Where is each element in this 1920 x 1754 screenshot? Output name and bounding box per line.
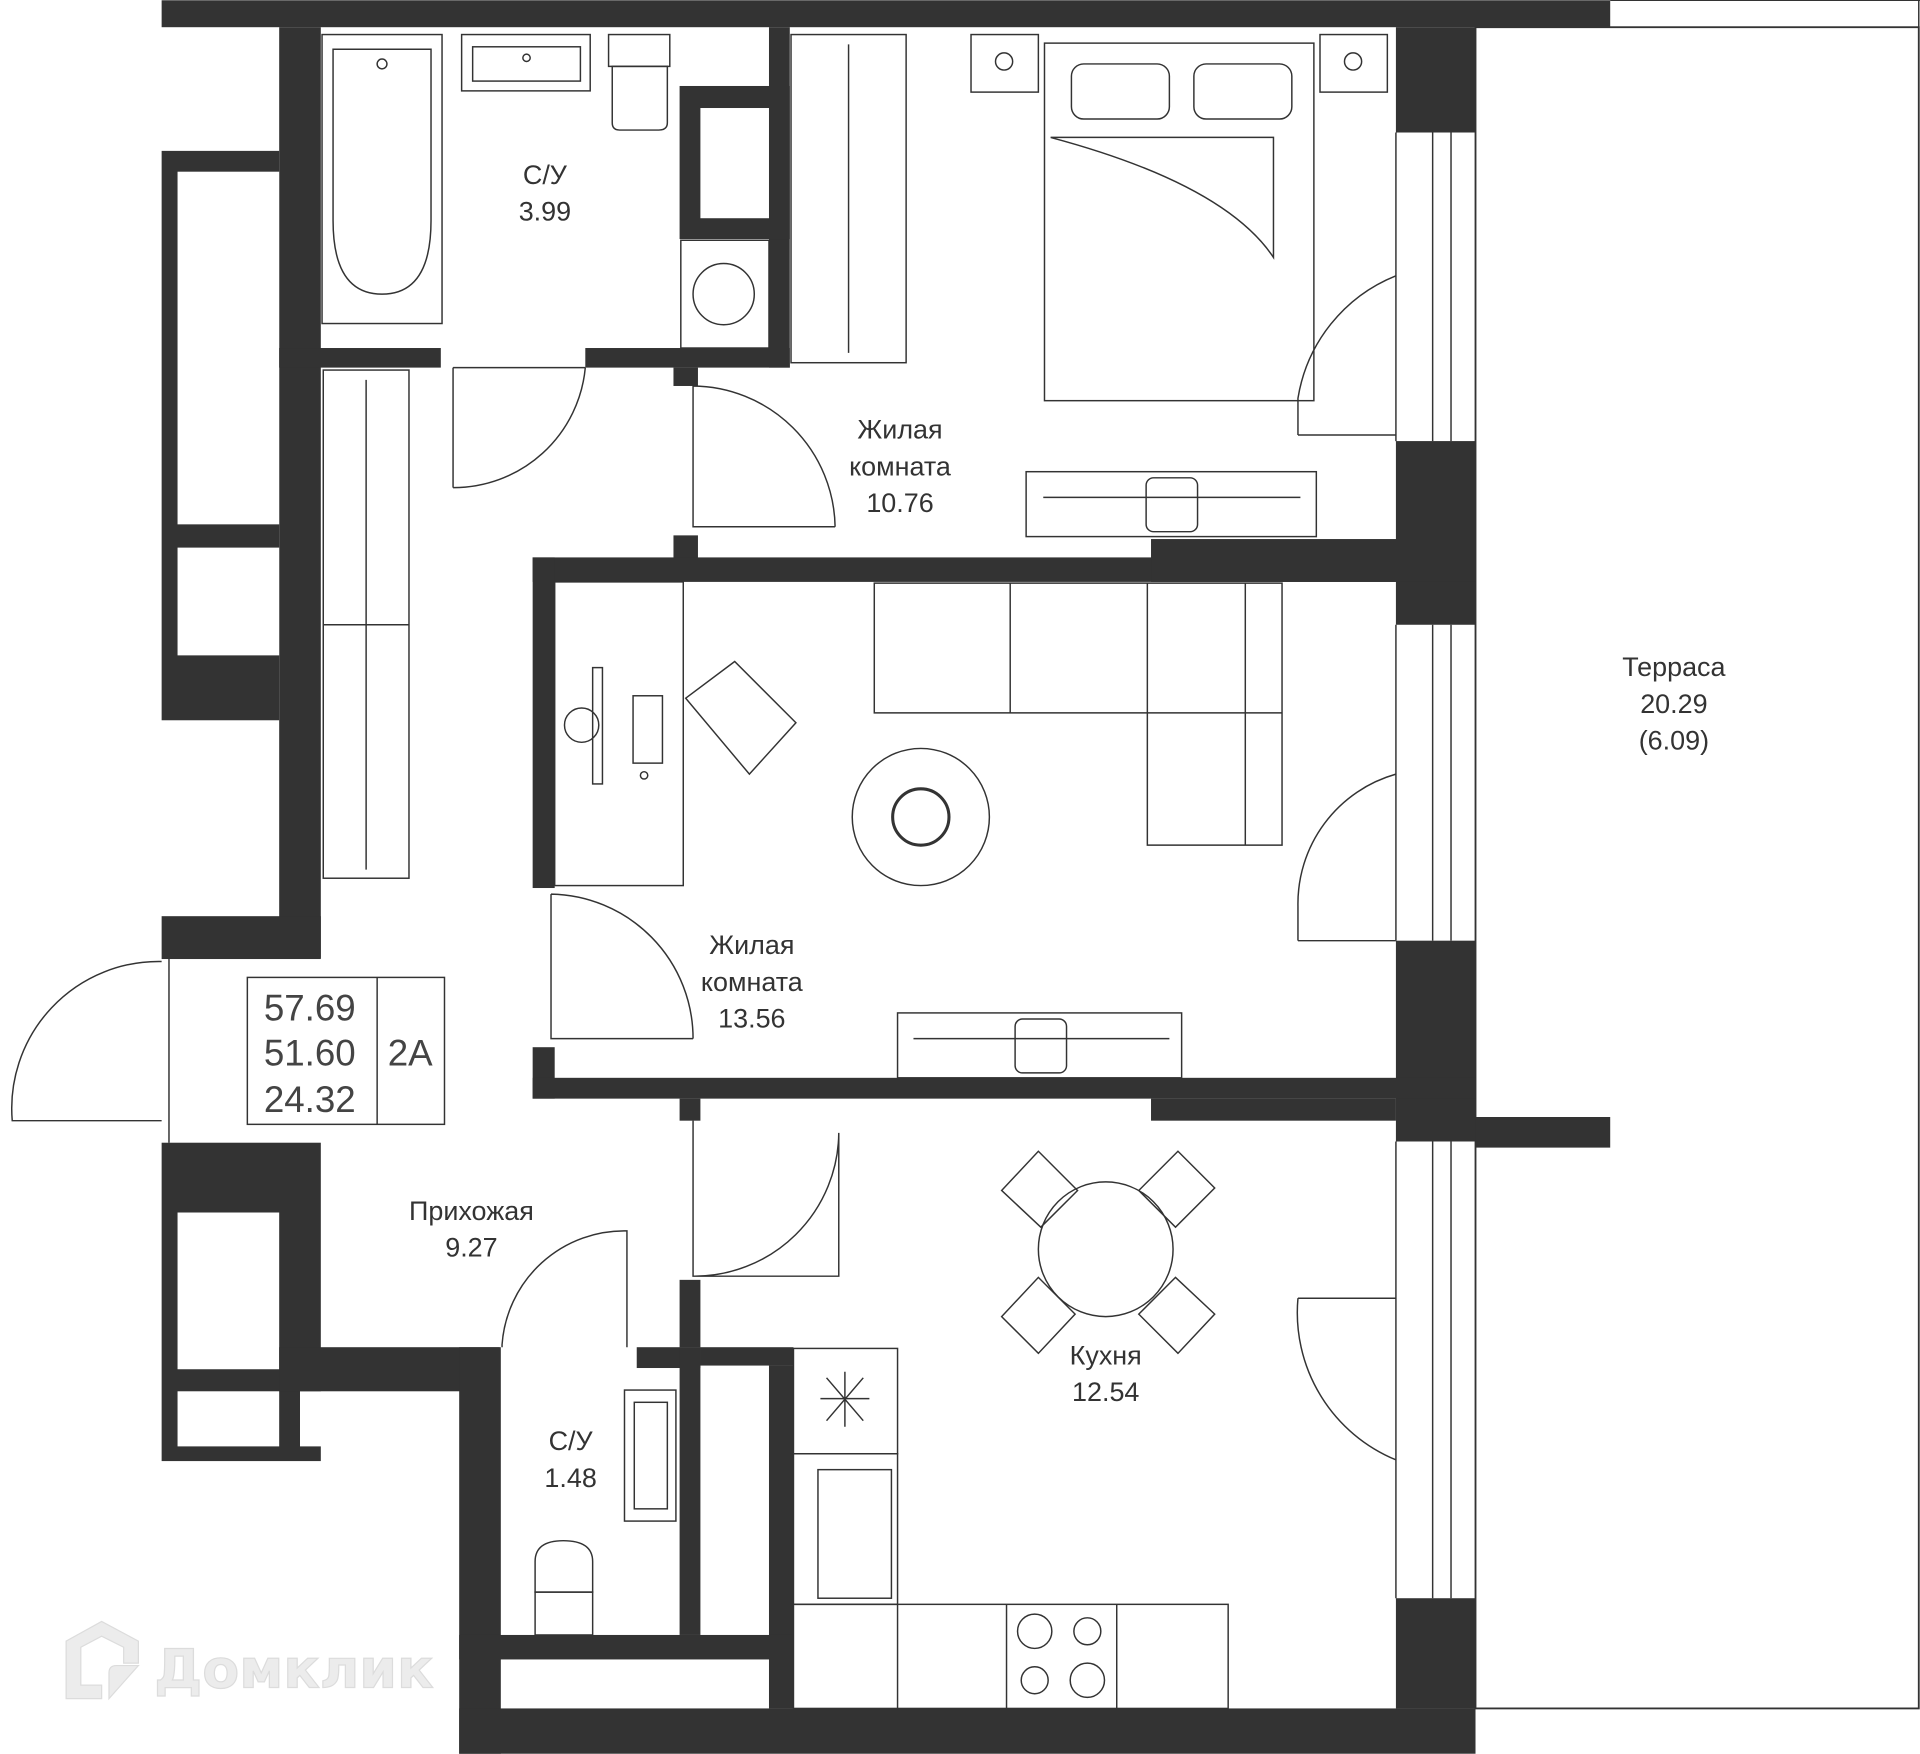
walls bbox=[161, 0, 1611, 1754]
room-label-kitchen: Кухня 12.54 bbox=[1070, 1340, 1142, 1407]
room-name: комната bbox=[701, 967, 803, 997]
living-area: 24.32 bbox=[264, 1079, 356, 1120]
room-area: 9.27 bbox=[445, 1233, 497, 1263]
wardrobe-hall bbox=[322, 369, 410, 879]
living-area-total: 51.60 bbox=[264, 1033, 356, 1074]
kitchen-set bbox=[792, 1347, 1229, 1710]
desk bbox=[553, 581, 797, 887]
apartment-type: 2A bbox=[388, 1033, 433, 1074]
total-area: 57.69 bbox=[264, 987, 356, 1028]
room-name: Кухня bbox=[1070, 1340, 1142, 1370]
room-name: комната bbox=[849, 451, 951, 481]
room-area: 10.76 bbox=[866, 488, 933, 518]
coffee-table bbox=[851, 747, 991, 887]
dining-table bbox=[1000, 1150, 1216, 1355]
room-name: Прихожая bbox=[409, 1196, 534, 1226]
room-area: 1.48 bbox=[544, 1463, 596, 1493]
room-name: С/У bbox=[523, 160, 568, 190]
tv-stand-bedroom bbox=[1025, 470, 1318, 538]
tv-stand-living bbox=[896, 1012, 1183, 1079]
wardrobe-bedroom bbox=[790, 33, 907, 364]
house-logo-icon bbox=[65, 1620, 140, 1701]
domclick-watermark: Домклик bbox=[65, 1620, 434, 1701]
area-summary-box: 57.69 51.60 24.32 2A bbox=[246, 976, 446, 1126]
room-label-bathroom-1: С/У 3.99 bbox=[519, 160, 571, 227]
toilet bbox=[607, 33, 671, 131]
room-area: 13.56 bbox=[718, 1004, 785, 1034]
room-name: Терраса bbox=[1622, 652, 1725, 682]
watermark-text: Домклик bbox=[154, 1638, 433, 1701]
room-label-hallway: Прихожая 9.27 bbox=[409, 1196, 534, 1263]
room-name: Жилая bbox=[709, 930, 794, 960]
room-area: 3.99 bbox=[519, 197, 571, 227]
sink bbox=[460, 33, 591, 92]
room-name: Жилая bbox=[857, 415, 942, 445]
room-label-terrace: Терраса 20.29 (6.09) bbox=[1622, 652, 1725, 755]
washing-machine bbox=[680, 239, 770, 349]
room-area: 20.29 bbox=[1640, 689, 1707, 719]
small-bathroom-fixtures bbox=[534, 1389, 677, 1636]
bed bbox=[970, 33, 1389, 402]
terrace bbox=[1474, 0, 1920, 1710]
room-area-reduced: (6.09) bbox=[1639, 726, 1709, 756]
room-label-living-room: Жилая комната 13.56 bbox=[701, 930, 803, 1033]
room-name: С/У bbox=[549, 1426, 594, 1456]
room-area: 12.54 bbox=[1072, 1377, 1139, 1407]
bathtub bbox=[321, 33, 443, 325]
room-label-bathroom-2: С/У 1.48 bbox=[544, 1426, 596, 1493]
sofa bbox=[873, 582, 1283, 846]
doors bbox=[11, 275, 1397, 1461]
room-label-bedroom: Жилая комната 10.76 bbox=[849, 415, 951, 518]
